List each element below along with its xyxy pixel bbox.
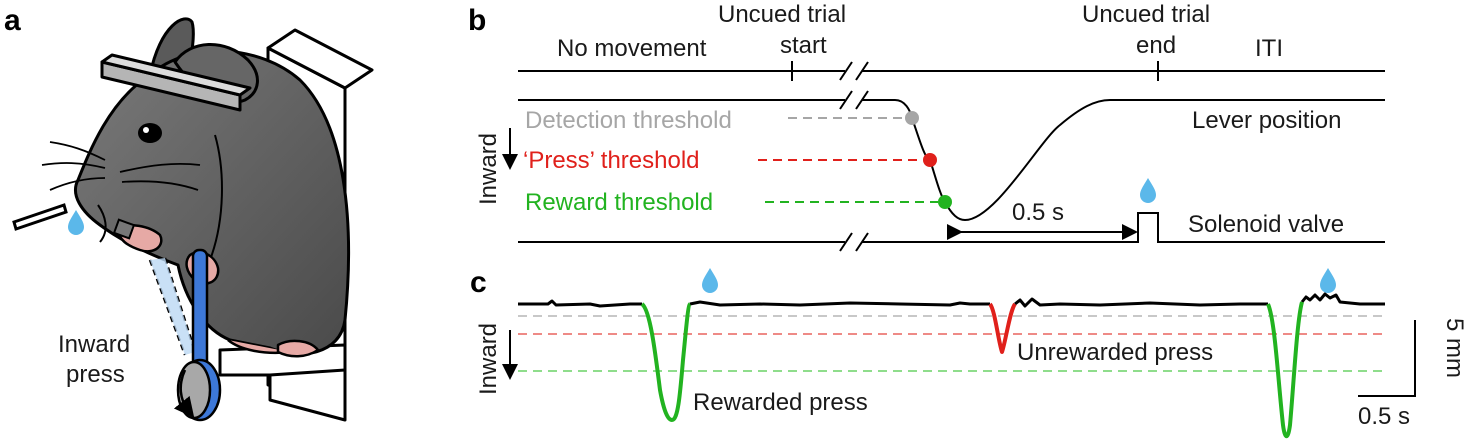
unrewarded-press-trace: [988, 302, 1017, 354]
lever-position-label: Lever position: [1192, 107, 1341, 134]
whiskers: [41, 141, 201, 191]
inward-press-label-line1: Inward: [58, 331, 130, 358]
rewarded-press-label: Rewarded press: [693, 389, 868, 416]
rewarded-press-trace-1: [640, 302, 692, 422]
reward-threshold-label: Reward threshold: [525, 189, 713, 216]
interval-label: 0.5 s: [1012, 199, 1064, 226]
inward-press-label-line2: press: [66, 361, 125, 388]
panel-b: b No movement Uncued trial start Uncued …: [468, 1, 1385, 252]
unrewarded-press-label: Unrewarded press: [1017, 339, 1213, 366]
panel-label-c: c: [470, 266, 487, 299]
no-movement-label: No movement: [557, 35, 707, 62]
scale-bar-y-label: 5 mm: [1441, 318, 1468, 378]
water-drop-icon: [1140, 178, 1156, 203]
uncued-start-label-line1: Uncued trial: [718, 1, 846, 28]
inward-axis-label-b: Inward: [475, 133, 502, 205]
panel-label-a: a: [4, 4, 21, 37]
rewarded-press-trace-2: [1266, 301, 1304, 439]
uncued-start-label-line2: start: [780, 32, 827, 59]
trial-timeline: [518, 61, 1385, 81]
detection-threshold-marker: [905, 111, 919, 125]
press-threshold-marker: [923, 153, 937, 167]
mouse-eye: [138, 123, 162, 143]
lever-trace-baseline: [518, 292, 1385, 308]
detection-threshold-label: Detection threshold: [525, 107, 732, 134]
inward-axis-label-c: Inward: [475, 323, 502, 395]
water-spout: [12, 203, 84, 235]
scale-bar: [1358, 320, 1416, 397]
scale-bar-x-label: 0.5 s: [1358, 403, 1410, 430]
water-drop-icon-2: [1320, 268, 1336, 293]
iti-label: ITI: [1255, 35, 1283, 62]
head-bar: [100, 53, 252, 112]
panel-label-b: b: [468, 4, 486, 37]
uncued-end-label-line2: end: [1136, 32, 1176, 59]
lever: [148, 248, 222, 422]
uncued-end-label-line1: Uncued trial: [1082, 1, 1210, 28]
solenoid-trace: [518, 212, 1385, 252]
water-drop-icon-1: [702, 268, 718, 293]
reward-threshold-marker: [938, 195, 952, 209]
panel-a: a: [4, 4, 374, 422]
panel-c: c Rewarded press Unrewarded press Inward…: [470, 266, 1468, 439]
solenoid-valve-label: Solenoid valve: [1188, 211, 1344, 238]
press-threshold-label: ‘Press’ threshold: [523, 147, 700, 174]
